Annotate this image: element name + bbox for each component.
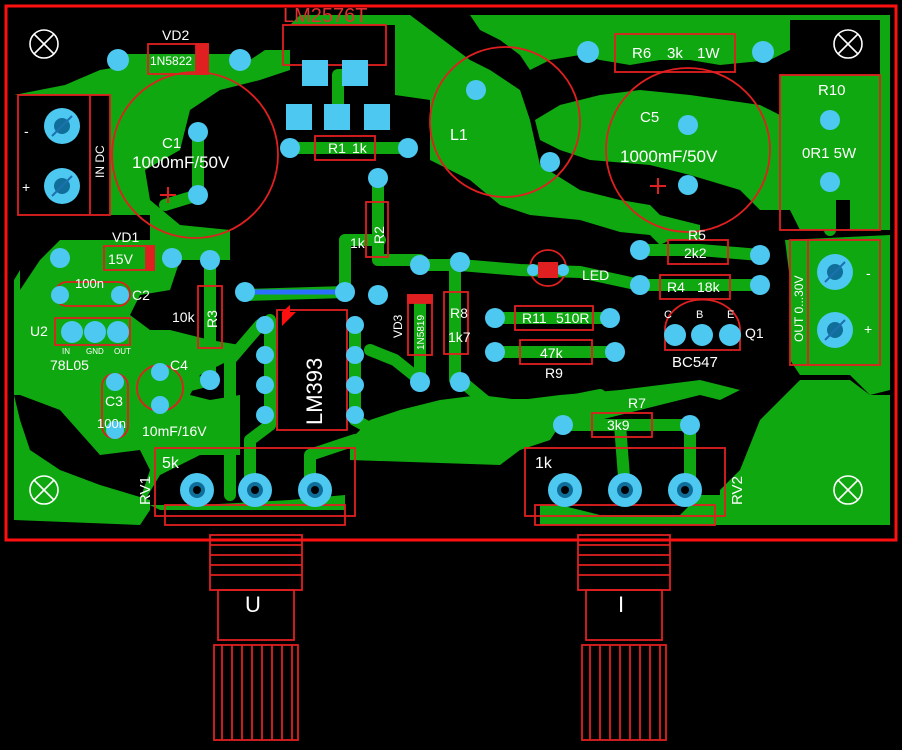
vd3-value: 1N5819 — [416, 315, 427, 350]
ic-pin1-mark — [282, 312, 296, 326]
rv2-ref: RV2 — [729, 476, 746, 505]
pot-shafts — [209, 534, 671, 741]
r6-ref: R6 — [632, 45, 651, 62]
r9-value: 47k — [540, 345, 564, 361]
c1-value: 1000mF/50V — [132, 153, 230, 172]
output-minus: - — [866, 265, 871, 281]
polarity-marks — [160, 178, 666, 203]
silkscreen — [17, 24, 881, 526]
rv1-value: 5k — [162, 455, 180, 472]
traces — [54, 54, 836, 501]
r4-ref: R4 — [667, 279, 685, 295]
q1-value: BC547 — [672, 354, 718, 371]
c3-ref: C3 — [105, 393, 123, 409]
r3-value: 10k — [172, 309, 196, 325]
r6-power: 1W — [697, 45, 720, 62]
r9-ref: R9 — [545, 365, 563, 381]
r6-value: 3k — [667, 45, 683, 62]
u2-in: IN — [62, 347, 70, 356]
u2-value: 78L05 — [50, 357, 89, 373]
vd1-ref: VD1 — [112, 229, 139, 245]
q1-c: C — [664, 309, 672, 321]
l1-ref: L1 — [450, 127, 468, 144]
q1-e: E — [727, 309, 734, 321]
r5-value: 2k2 — [684, 245, 707, 261]
r4-value: 18k — [697, 279, 721, 295]
c3-value: 100n — [97, 416, 126, 431]
u2-gnd: GND — [86, 347, 104, 356]
output-label: OUT 0...30V — [792, 276, 806, 342]
board-outline — [4, 4, 898, 542]
input-plus: + — [22, 179, 30, 195]
r2-value: 1k — [350, 235, 366, 251]
r5-ref: R5 — [688, 227, 706, 243]
terminal-screws — [51, 115, 846, 341]
r3-ref: R3 — [204, 310, 220, 328]
r8-ref: R8 — [450, 305, 468, 321]
vd1-value: 15V — [108, 251, 134, 267]
r8-value: 1k7 — [448, 329, 471, 345]
q1-b: B — [696, 309, 703, 321]
input-label: IN DC — [93, 145, 107, 178]
r11-ref: R11 — [522, 310, 547, 326]
q1-ref: Q1 — [745, 325, 764, 341]
r11-value: 510R — [556, 310, 589, 326]
r10-value: 0R1 5W — [802, 145, 857, 162]
vd2-ref: VD2 — [162, 27, 189, 43]
c4-ref: C4 — [170, 357, 188, 373]
c5-ref: C5 — [640, 109, 659, 126]
r7-ref: R7 — [628, 395, 646, 411]
input-minus: - — [24, 123, 29, 139]
vd2-value: 1N5822 — [150, 54, 192, 68]
c2-value: 100n — [75, 276, 104, 291]
c1-ref: C1 — [162, 135, 181, 152]
rv2-value: 1k — [535, 455, 553, 472]
r10-ref: R10 — [818, 82, 846, 99]
c2-ref: C2 — [132, 287, 150, 303]
led-label: LED — [582, 267, 609, 283]
comparator-label: LM393 — [302, 358, 327, 425]
vd3-ref: VD3 — [391, 314, 405, 338]
pads — [44, 41, 853, 507]
r7-value: 3k9 — [607, 417, 630, 433]
r1-value: 1k — [352, 140, 368, 156]
u2-out: OUT — [114, 347, 131, 356]
led-body — [538, 262, 558, 278]
c4-value: 10mF/16V — [142, 423, 207, 439]
rv1-ref: RV1 — [137, 476, 154, 505]
r1-ref: R1 — [328, 140, 346, 156]
pot-u-label: U — [245, 592, 261, 617]
pot-i-label: I — [618, 592, 624, 617]
mounting-holes — [29, 29, 863, 505]
regulator-label: LM2576T — [283, 5, 368, 27]
output-plus: + — [864, 321, 872, 337]
c5-value: 1000mF/50V — [620, 147, 718, 166]
pad-drills — [193, 486, 689, 494]
u2-ref: U2 — [30, 323, 48, 339]
r2-ref: R2 — [371, 226, 387, 244]
